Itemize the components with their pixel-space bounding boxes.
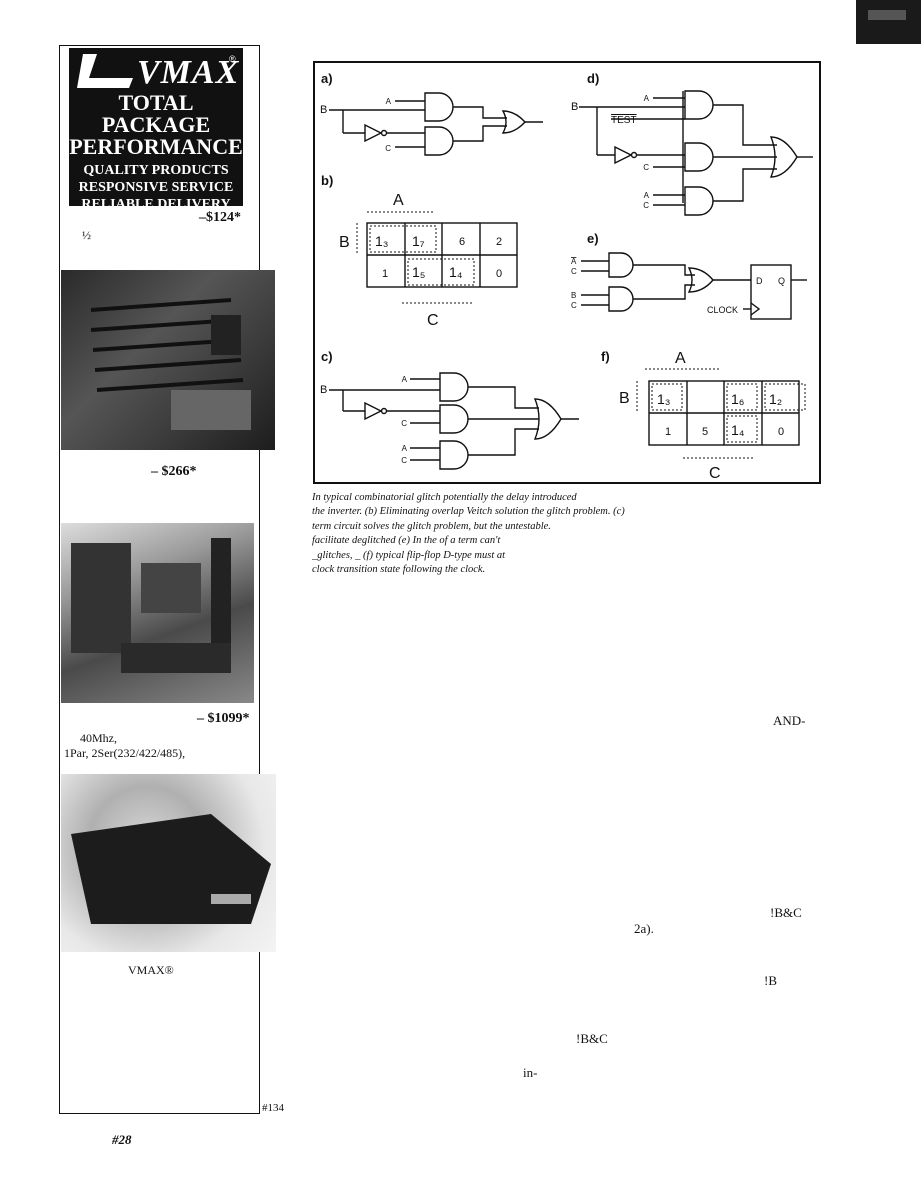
sig-c-C2: C [401, 456, 407, 465]
product-photo-cpu-board [61, 523, 254, 703]
body-fragment: !B&C [770, 905, 802, 920]
enclosure-image [71, 814, 271, 924]
kmap-f-cell-4: 1₂ [769, 391, 782, 407]
caption-line: term circuit solves the glitch problem, … [312, 520, 551, 532]
kmap-b-A: A [393, 192, 404, 209]
kmap-b-cell-5: 1 [382, 268, 388, 280]
vmax-banner: VMAX ® TOTAL PACKAGE PERFORMANCE QUALITY… [69, 48, 243, 212]
kmap-b-C: C [427, 312, 439, 329]
tagline-package: PACKAGE [101, 112, 211, 137]
kmap-f-cell-3: 1₆ [731, 391, 744, 407]
fig-label-e: e) [587, 231, 599, 246]
fig-label-a: a) [321, 71, 333, 86]
ff-clock: CLOCK [707, 305, 738, 315]
caption-line: _glitches, _ (f) typical flip-flop D-typ… [312, 549, 506, 561]
tagline-quality: QUALITY PRODUCTS [83, 163, 229, 178]
kmap-b-cell-6: 1₅ [412, 264, 425, 280]
sig-e-Abar: A [571, 257, 577, 266]
body-fragment: in- [523, 1065, 538, 1080]
vmax-brand-line: VMAX® [128, 963, 174, 977]
price-3: – $1099* [197, 711, 250, 726]
kmap-f-B: B [619, 390, 630, 407]
page-marker: #28 [112, 1132, 132, 1147]
sig-d-test: TEST [611, 115, 637, 126]
sig-c-C1: C [401, 419, 407, 428]
sig-a-A: A [386, 97, 392, 106]
price-1: –$124* [199, 210, 241, 225]
vmax-logo-text: VMAX [137, 54, 240, 91]
spec-ports: 1Par, 2Ser(232/422/485), [64, 746, 186, 760]
kmap-f-cell-8: 0 [778, 426, 784, 438]
fig-label-f: f) [601, 349, 610, 364]
sig-d-B: B [571, 101, 578, 113]
sig-e-B: B [571, 291, 576, 300]
kmap-f-C: C [709, 465, 721, 482]
spec-clock: 40Mhz, [80, 731, 117, 745]
ff-Q: Q [778, 276, 785, 286]
body-fragment: !B [764, 973, 777, 988]
caption-line: the inverter. (b) Eliminating overlap Ve… [312, 506, 625, 518]
half-fraction: ½ [82, 228, 91, 242]
kmap-b-cell-4: 2 [496, 236, 502, 248]
kmap-f-cell-7: 1₄ [731, 422, 745, 438]
tagline-delivery: RELIABLE DELIVERY [81, 197, 231, 212]
caption-line: facilitate deglitched (e) In the of a te… [312, 535, 501, 547]
sig-d-C1: C [643, 163, 649, 172]
sig-e-C2: C [571, 301, 577, 310]
kmap-b-cell-3: 6 [459, 236, 465, 248]
kmap-f-A: A [675, 350, 686, 367]
memory-board-image [90, 298, 251, 430]
sig-d-C2: C [643, 201, 649, 210]
ad-frame [59, 45, 260, 1114]
fig-label-d: d) [587, 71, 599, 86]
ff-D: D [756, 276, 763, 286]
caption-line: clock transition state following the clo… [312, 564, 486, 576]
kmap-b-cell-2: 1₇ [412, 233, 425, 249]
figure-caption: In typical combinatorial glitch potentia… [312, 491, 802, 577]
tagline-service: RESPONSIVE SERVICE [78, 180, 234, 195]
caption-line: In typical combinatorial glitch potentia… [312, 492, 577, 503]
kmap-b-cell-7: 1₄ [449, 264, 463, 280]
sig-a-C: C [385, 144, 391, 153]
product-photo-memory-board [61, 270, 275, 450]
sig-d-A1: A [644, 94, 650, 103]
tagline-total: TOTAL [118, 90, 194, 115]
cpu-board-image [71, 538, 231, 673]
sig-a-B: B [320, 104, 327, 116]
body-fragment: 2a). [634, 921, 654, 936]
fig-label-c: c) [321, 349, 333, 364]
kmap-f-cell-1: 1₃ [657, 391, 671, 407]
fig-label-b: b) [321, 173, 333, 188]
sig-c-B: B [320, 384, 327, 396]
kmap-f-cell-6: 5 [702, 426, 708, 438]
sig-c-A2: A [402, 444, 408, 453]
sig-c-A1: A [402, 375, 408, 384]
body-fragment: AND- [773, 713, 806, 728]
corner-tab [856, 0, 921, 44]
price-2: – $266* [151, 464, 197, 479]
sig-d-A2: A [644, 191, 650, 200]
kmap-f-cell-5: 1 [665, 426, 671, 438]
figure-frame: a) B A C b) A B C 1₃ 1₇ 6 2 1 1₅ 1₄ 0 c)… [313, 61, 821, 484]
kmap-b-cell-1: 1₃ [375, 233, 389, 249]
product-photo-enclosure [61, 774, 276, 952]
sig-e-C1: C [571, 267, 577, 276]
body-fragment: !B&C [576, 1031, 608, 1046]
logo-registered: ® [229, 54, 236, 64]
vmax-logo-icon [77, 54, 133, 88]
logic-diagram: a) B A C b) A B C 1₃ 1₇ 6 2 1 1₅ 1₄ 0 c)… [320, 71, 813, 482]
tagline-performance: PERFORMANCE [69, 134, 243, 159]
kmap-b-cell-8: 0 [496, 268, 502, 280]
kmap-b-B: B [339, 234, 350, 251]
reader-service-number: #134 [262, 1102, 284, 1114]
